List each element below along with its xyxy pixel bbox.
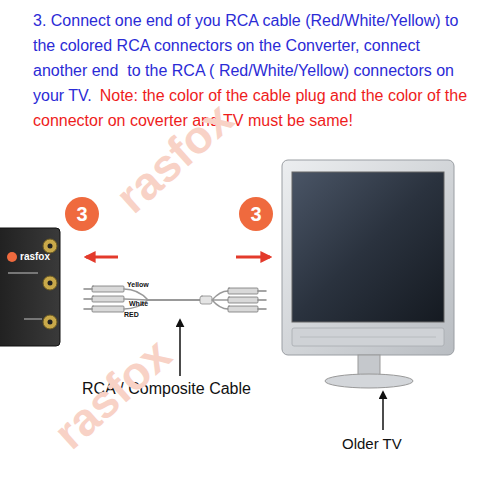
wire-label: White: [129, 300, 148, 308]
wire-label: Yellow: [127, 281, 149, 289]
rca-cable: [84, 286, 266, 312]
tv: [282, 160, 454, 388]
note-text: Note: the color of the cable plug and th…: [33, 87, 472, 129]
pointer-arrow: [179, 320, 181, 376]
direction-arrow: [86, 256, 118, 259]
wire-label: RED: [124, 311, 139, 319]
converter: [0, 228, 60, 346]
pointer-arrow: [382, 392, 384, 430]
instruction-paragraph: 3. Connect one end of you RCA cable (Red…: [33, 8, 473, 133]
callout-number: 3: [250, 204, 261, 224]
callout-circle: 3: [65, 197, 99, 231]
direction-arrow: [236, 256, 270, 259]
callout-number: 3: [76, 204, 87, 224]
tv-caption: Older TV: [342, 436, 402, 453]
brand-logo: rasfox: [20, 251, 50, 262]
callout-circle: 3: [239, 197, 273, 231]
